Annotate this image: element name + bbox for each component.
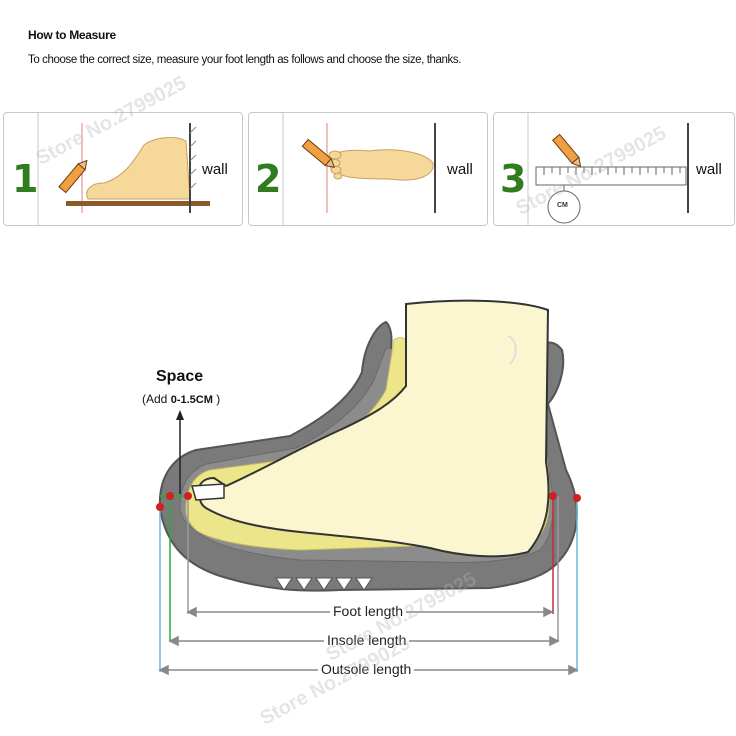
foot-top-shape bbox=[328, 149, 434, 181]
outsole-end-marker bbox=[573, 494, 581, 502]
step-panel-3: 3 CM wall bbox=[493, 112, 735, 226]
space-title: Space bbox=[156, 368, 204, 385]
foot-end-marker bbox=[549, 492, 557, 500]
step-panel-1: 1 wall bbox=[3, 112, 243, 226]
sole-tread bbox=[275, 577, 373, 591]
space-sub-suffix: ) bbox=[216, 392, 221, 406]
step-number-1: 1 bbox=[12, 157, 39, 201]
pencil-icon bbox=[58, 159, 88, 194]
wall-label-3: wall bbox=[696, 161, 722, 178]
outsole-start-marker bbox=[156, 503, 164, 511]
step-3-illustration bbox=[527, 113, 689, 225]
space-sub-prefix: (Add bbox=[142, 392, 168, 406]
wall-label-1: wall bbox=[202, 161, 228, 178]
space-subtitle: (Add 0-1.5CM ) bbox=[142, 392, 220, 406]
step-number-2: 2 bbox=[255, 157, 282, 201]
foot-start-marker bbox=[184, 492, 192, 500]
insole-length-label: Insole length bbox=[324, 632, 410, 648]
floor-board bbox=[66, 201, 210, 206]
foot-shape bbox=[86, 137, 191, 200]
ruler-unit-label: CM bbox=[557, 202, 568, 209]
step-panel-2: 2 wall bbox=[248, 112, 488, 226]
foot-length-label: Foot length bbox=[330, 603, 407, 619]
step-1-illustration bbox=[37, 113, 210, 225]
page-title: How to Measure bbox=[28, 28, 116, 42]
pencil-icon bbox=[301, 138, 336, 168]
page-subtitle: To choose the correct size, measure your… bbox=[28, 54, 462, 66]
toe-nail bbox=[191, 483, 225, 501]
step-2-illustration bbox=[282, 113, 436, 225]
wall-label-2: wall bbox=[447, 161, 473, 178]
space-sub-value: 0-1.5CM bbox=[170, 394, 213, 406]
pencil-icon bbox=[551, 133, 582, 168]
insole-start-marker bbox=[166, 492, 174, 500]
foot-outline bbox=[198, 299, 550, 558]
step-number-3: 3 bbox=[500, 157, 527, 201]
outsole-length-label: Outsole length bbox=[318, 661, 415, 677]
